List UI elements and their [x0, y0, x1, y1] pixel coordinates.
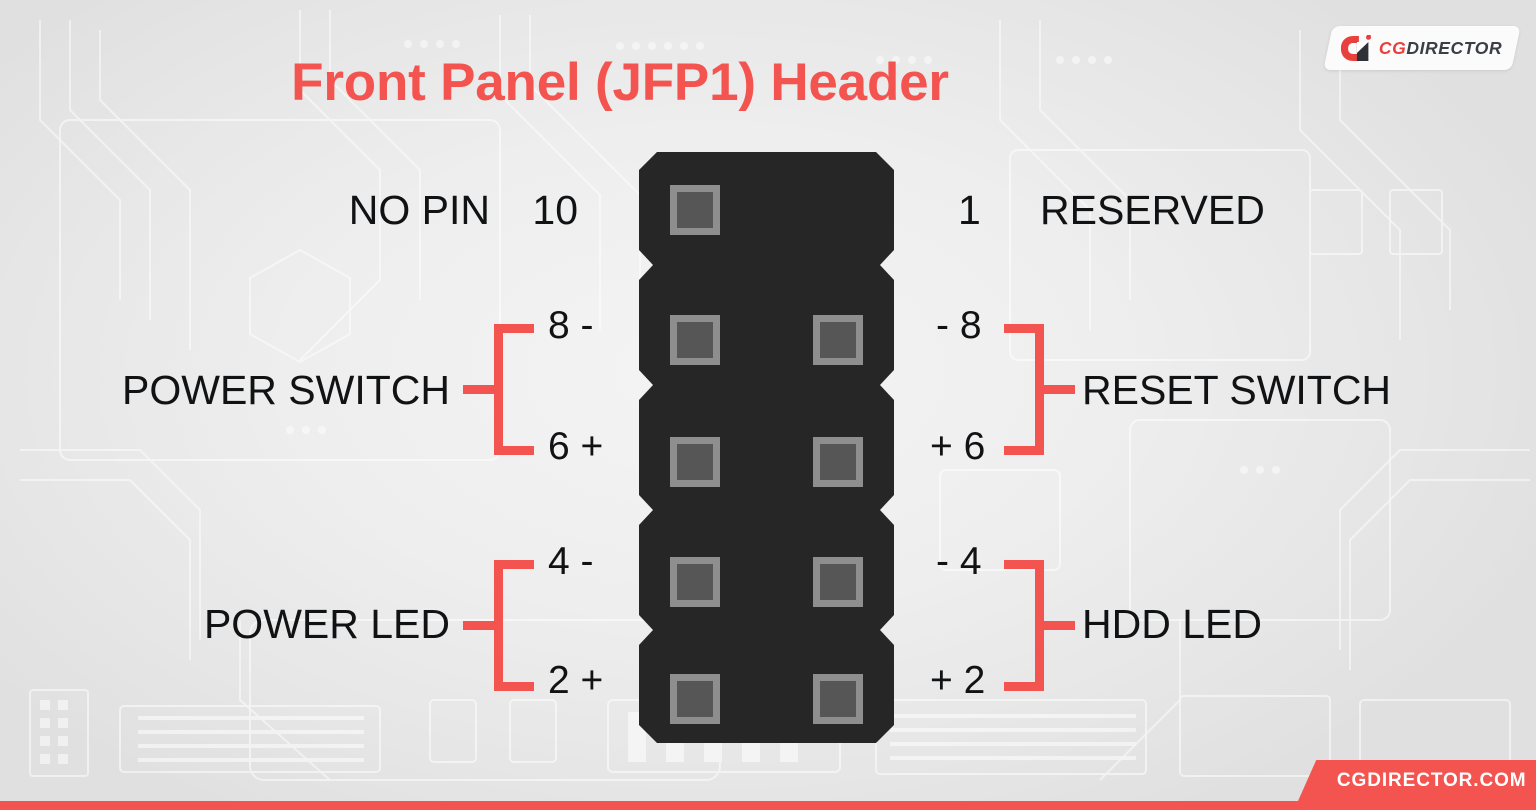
pin-hole-2-right [813, 674, 863, 724]
pin-hole-6-left [670, 437, 720, 487]
bottom-accent-rule [0, 801, 1536, 810]
label-power-led: POWER LED [203, 601, 450, 647]
pin-hole-8-left [670, 315, 720, 365]
pin-label-power-switch-bottom: 6 + [548, 425, 604, 468]
label-reserved: RESERVED [1040, 187, 1265, 233]
label-no-pin: NO PIN [348, 187, 490, 233]
pin-label-hdd-led-top: - 4 [936, 540, 982, 583]
pin-hole-6-right [813, 437, 863, 487]
url-banner-text: CGDIRECTOR.COM [1337, 769, 1528, 791]
pin-label-power-led-top: 4 - [548, 540, 594, 583]
logo-wordmark: CGDIRECTOR [1379, 38, 1502, 59]
bracket-hdd-led [1000, 560, 1075, 691]
cgdirector-logo[interactable]: CGDIRECTOR [1323, 26, 1521, 70]
logo-director-text: DIRECTOR [1406, 37, 1503, 58]
pin-hole-4-right [813, 557, 863, 607]
pin-label-reset-switch-bottom: + 6 [930, 425, 986, 468]
cgdirector-url-banner[interactable]: CGDIRECTOR.COM [1298, 760, 1536, 801]
jfp1-connector-body [639, 152, 894, 743]
logo-cg-text: CG [1379, 37, 1407, 58]
page-title: Front Panel (JFP1) Header [291, 53, 949, 112]
pin-label-reset-switch-top: - 8 [936, 304, 982, 347]
pin-label-power-switch-top: 8 - [548, 304, 594, 347]
bracket-power-led [463, 560, 538, 691]
label-power-switch: POWER SWITCH [122, 367, 450, 413]
label-pin-number-1: 1 [958, 187, 981, 233]
pin-hole-4-left [670, 557, 720, 607]
cgdirector-c-mark-icon [1341, 34, 1371, 62]
pin-label-power-led-bottom: 2 + [548, 659, 604, 702]
pin-hole-10 [670, 185, 720, 235]
label-pin-number-10: 10 [532, 187, 578, 233]
pin-hole-2-left [670, 674, 720, 724]
pin-hole-8-right [813, 315, 863, 365]
label-reset-switch: RESET SWITCH [1082, 367, 1392, 413]
bracket-reset-switch [1000, 324, 1075, 455]
label-hdd-led: HDD LED [1082, 601, 1262, 647]
bracket-power-switch [463, 324, 538, 455]
pin-label-hdd-led-bottom: + 2 [930, 659, 986, 702]
